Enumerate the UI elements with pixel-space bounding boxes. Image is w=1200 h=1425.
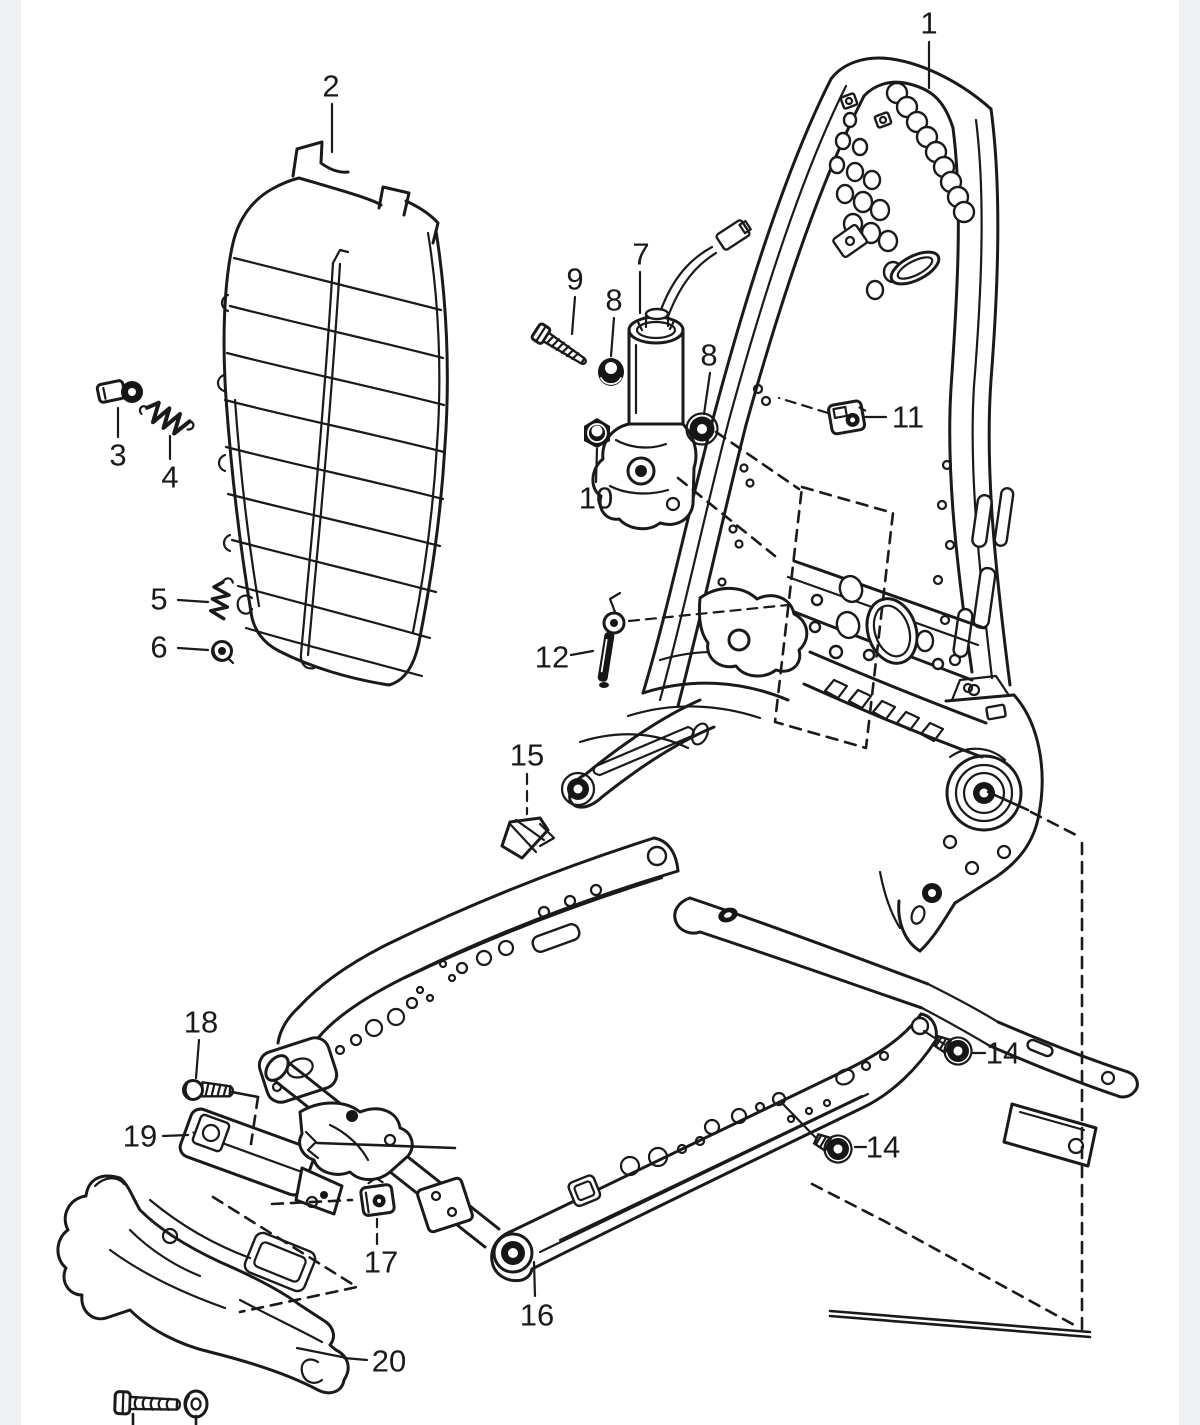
seat-adjustment-motor-part [591,307,698,531]
clip-part-15 [500,816,556,860]
callout-label-12: 12 [535,640,569,675]
callout-label-19: 19 [123,1119,157,1154]
seat-rail-right [490,1012,938,1283]
callout-leader-14 [922,1029,946,1046]
construction-line [714,430,801,491]
callout-leader-12 [569,649,595,657]
pin-part-12 [597,591,626,688]
callout-label-17: 17 [364,1245,398,1280]
callout-leader-8 [702,371,712,416]
seat-rail-left [257,836,680,1104]
construction-line [249,1095,260,1146]
callout-leader-6 [176,646,210,652]
callout-label-4: 4 [161,460,178,495]
callout-label-8: 8 [605,283,622,318]
callout-leader-8 [609,316,616,358]
callout-leader-10 [594,447,599,484]
latch-mechanism-part [294,1101,414,1216]
callout-label-8: 8 [700,338,717,373]
construction-line [810,1182,1078,1328]
washer-part-bottom [183,1389,209,1419]
rear-cross-member [673,896,1000,1048]
backrest-frame-part [560,56,1044,953]
spring-part-4 [138,400,195,436]
clip-part-11 [827,399,867,436]
clip-part-3 [95,379,143,404]
callout-label-3: 3 [109,438,126,473]
callout-leader-19 [161,1133,190,1138]
callout-label-9: 9 [566,262,583,297]
callout-label-1: 1 [920,6,937,41]
cover-part [56,1174,350,1395]
callout-label-16: 16 [520,1298,554,1333]
construction-line [270,1198,354,1206]
callout-label-18: 18 [184,1005,218,1040]
callout-label-14: 14 [986,1036,1020,1071]
nut-part-6 [211,640,235,665]
callout-leader-5 [176,598,210,604]
page-left-margin [0,0,21,1425]
construction-line [211,1195,359,1314]
seat-base-frame-part [257,836,1139,1283]
callout-label-15: 15 [510,738,544,773]
page-right-margin [1179,0,1200,1425]
mount-plate-part [178,1107,316,1197]
construction-line [828,1314,1092,1339]
callout-label-10: 10 [579,481,613,516]
clip-nut-part-17 [359,1176,396,1217]
callout-leader-12 [627,603,790,623]
callout-leader-20 [295,1346,344,1359]
callout-label-20: 20 [372,1344,406,1379]
construction-line [828,1309,1092,1334]
callout-leader-14 [779,1100,818,1140]
callout-leader-20 [342,1356,369,1362]
callout-label-2: 2 [322,69,339,104]
construction-line [1029,810,1080,838]
construction-line [986,790,1030,812]
nut-part-8a [598,358,624,386]
bolt-part-9 [530,322,587,365]
callout-leader-11 [777,396,830,415]
bolt-part-bottom [113,1390,182,1416]
construction-line [676,476,777,558]
callout-label-14: 14 [866,1130,900,1165]
callout-leader-16 [532,1260,537,1298]
screw-part-18 [182,1079,235,1101]
callout-leader-9 [570,295,577,336]
backrest-spring-mat-part [216,140,449,687]
spring-part-5 [208,577,234,621]
screw-part-14b [812,1133,853,1164]
construction-line [230,1090,260,1099]
construction-line [315,1141,457,1150]
callout-label-11: 11 [892,400,924,435]
construction-lines [131,430,1092,1425]
callout-label-5: 5 [150,582,167,617]
callout-label-6: 6 [150,630,167,665]
washer-part-8b [685,412,719,446]
nut-part-10 [584,418,610,448]
callout-leader-18 [194,1038,201,1080]
rear-riser-bracket [988,1020,1139,1168]
construction-line [773,485,895,750]
callout-label-7: 7 [632,237,649,272]
motor-cable [656,219,752,324]
